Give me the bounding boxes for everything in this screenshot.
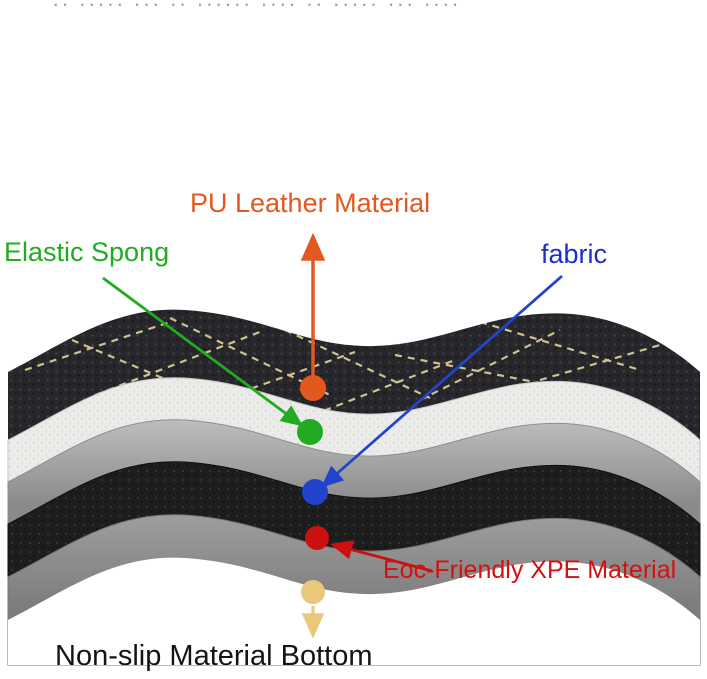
callout-arrows — [102, 232, 563, 639]
pu-leather-dot — [300, 375, 326, 401]
label-pu-leather: PU Leather Material — [190, 188, 431, 218]
label-xpe-material: Eoc-Friendly XPE Material — [383, 556, 677, 584]
arrow-elastic-sponge — [102, 276, 304, 427]
xpe-dot — [305, 526, 329, 550]
material-layers — [7, 309, 701, 666]
label-elastic-sponge: Elastic Spong — [4, 237, 170, 267]
fabric-dot — [302, 479, 328, 505]
top-cutoff-text: ·· ····· ··· ·· ······ ···· ·· ····· ···… — [52, 0, 592, 9]
background-mask — [8, 557, 700, 665]
elastic-sponge-dot — [297, 419, 323, 445]
callout-dots — [297, 375, 329, 604]
non-slip-dot — [301, 580, 325, 604]
top-cutoff-text-fragments: ·· ····· ··· ·· ······ ···· ·· ····· ···… — [52, 0, 592, 9]
arrow-xpe — [329, 540, 433, 573]
arrow-fabric — [320, 274, 563, 488]
label-fabric: fabric — [541, 239, 608, 269]
label-non-slip-bottom: Non-slip Material Bottom — [55, 640, 373, 672]
